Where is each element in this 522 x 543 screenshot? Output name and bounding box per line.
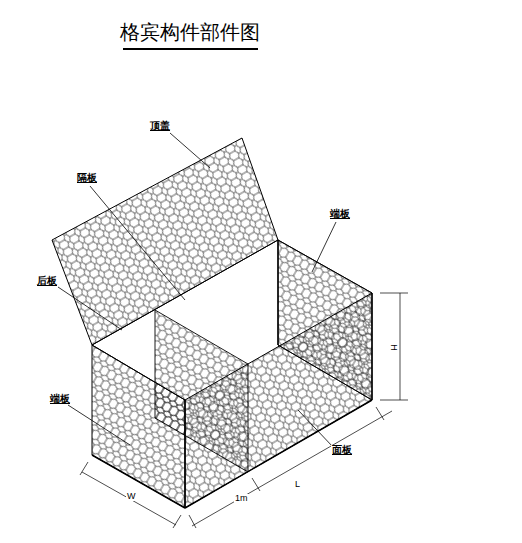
part-name: 面板 [331,445,353,455]
dimension-label: 1m [234,494,249,503]
dimension-label: W [126,492,137,501]
part-name: 顶盖 [149,121,171,131]
diagram-title: 格宾构件部件图 [120,22,260,42]
part-name: 后板 [36,276,58,286]
dimension-label: L [294,480,301,489]
part-name: 隔板 [76,173,98,183]
part-name: 端板 [329,209,351,219]
part-name: 端板 [49,394,71,404]
dimension-label: H [389,343,398,352]
